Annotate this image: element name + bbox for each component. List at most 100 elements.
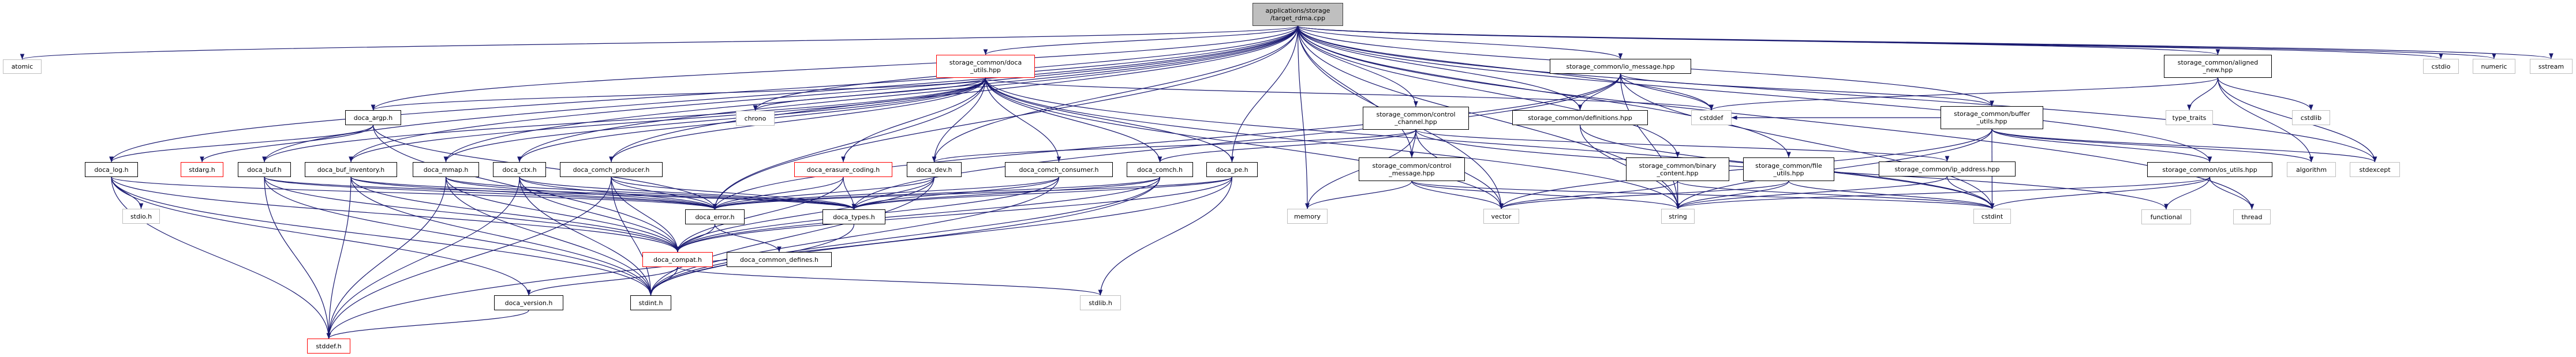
node-storage-common-aligned-new-hpp[interactable]: storage_common/aligned _new.hpp [2164, 55, 2272, 78]
edge-control_message-to-string [1411, 181, 1680, 209]
edge-root-to-control_message [1297, 25, 1414, 158]
edge-control_message-to-cstdint [1411, 181, 1994, 209]
edge-doca_utils-to-cstddef [985, 77, 1714, 111]
edge-doca_buf_inventory-to-stdint [350, 176, 653, 296]
edge-doca_dev-to-stdint [648, 176, 935, 296]
node-doca-types-h[interactable]: doca_types.h [822, 209, 885, 224]
node-stdlib-h: stdlib.h [1080, 295, 1121, 310]
edge-doca_erasure_coding-to-doca_error [712, 176, 844, 210]
node-stdint-h[interactable]: stdint.h [630, 295, 671, 310]
edge-doca_utils-to-doca_comch [985, 77, 1162, 163]
edge-control_channel-to-ip_address [1415, 129, 1949, 162]
node-doca-ctx-h[interactable]: doca_ctx.h [493, 162, 546, 177]
node-doca-compat-h[interactable]: doca_compat.h [642, 252, 713, 267]
edge-doca_log-to-stddef [111, 176, 331, 339]
node-doca-version-h[interactable]: doca_version.h [494, 295, 563, 310]
edge-root-to-doca_ctx [517, 25, 1299, 163]
edge-doca_comch_producer-to-doca_error [611, 176, 717, 210]
node-sstream: sstream [2530, 59, 2573, 74]
edge-doca_comch_producer-to-doca_compat [611, 176, 680, 253]
node-doca-comch-consumer-h[interactable]: doca_comch_consumer.h [1005, 162, 1113, 177]
edge-root-to-sstream [1297, 25, 2553, 59]
node-functional: functional [2141, 209, 2191, 224]
edge-doca_buf-to-doca_error [264, 176, 717, 210]
node-storage-common-file-utils-hpp[interactable]: storage_common/file _utils.hpp [1743, 157, 1834, 181]
edge-doca_compat-to-stdlib [677, 266, 1103, 296]
node-doca-buf-inventory-h[interactable]: doca_buf_inventory.h [305, 162, 397, 177]
edge-doca_buf_inventory-to-doca_compat [350, 176, 680, 253]
edge-control_channel-to-doca_dev [932, 129, 1416, 163]
edge-control_channel-to-doca_comch [1157, 129, 1416, 163]
edge-root-to-doca_error [712, 25, 1299, 210]
edge-root-to-doca_buf_inventory [349, 25, 1299, 163]
node-storage-common-doca-utils-hpp[interactable]: storage_common/doca _utils.hpp [936, 55, 1035, 78]
edge-doca_compat-to-stdint [648, 266, 678, 296]
node-stddef-h[interactable]: stddef.h [307, 339, 350, 354]
edge-binary_content-to-vector [1499, 181, 1678, 209]
edge-io_message-to-string [1620, 73, 1680, 209]
edge-root-to-doca_buf [262, 25, 1299, 163]
node-atomic: atomic [3, 59, 42, 74]
node-doca-log-h[interactable]: doca_log.h [85, 162, 138, 177]
node-doca-erasure-coding-h[interactable]: doca_erasure_coding.h [794, 162, 892, 177]
edge-doca_mmap-to-doca_error [445, 176, 717, 210]
node-doca-buf-h[interactable]: doca_buf.h [238, 162, 291, 177]
edge-root-to-doca_utils [983, 25, 1299, 55]
edge-doca_pe-to-doca_error [713, 176, 1233, 210]
node-doca-comch-producer-h[interactable]: doca_comch_producer.h [560, 162, 663, 177]
edge-doca_comch_producer-to-doca_types [611, 176, 857, 210]
edge-doca_utils-to-doca_buf [262, 77, 986, 163]
edge-doca_buf-to-stdint [264, 176, 653, 296]
edge-doca_mmap-to-doca_compat [445, 176, 680, 253]
node-doca-common-defines-h[interactable]: doca_common_defines.h [727, 252, 832, 267]
node-stdarg-h[interactable]: stdarg.h [181, 162, 223, 177]
node-thread: thread [2233, 209, 2271, 224]
edge-io_message-to-doca_types [851, 73, 1621, 210]
node-storage-common-definitions-hpp[interactable]: storage_common/definitions.hpp [1512, 110, 1648, 125]
edge-doca_mmap-to-doca_types [445, 176, 857, 210]
edge-doca_log-to-doca_compat [111, 176, 680, 253]
edge-doca_comch-to-doca_error [712, 176, 1161, 210]
node-stdexcept: stdexcept [2350, 162, 2400, 177]
edge-aligned_new-to-type_traits [2187, 77, 2219, 111]
node-doca-comch-h[interactable]: doca_comch.h [1127, 162, 1193, 177]
edge-doca_comch_consumer-to-doca_types [851, 176, 1060, 210]
node-doca-error-h[interactable]: doca_error.h [685, 209, 745, 224]
edge-doca_utils-to-doca_error [712, 77, 986, 210]
node-doca-dev-h[interactable]: doca_dev.h [907, 162, 962, 177]
edge-root-to-binary_content [1297, 25, 1680, 158]
edge-root-to-doca_dev [932, 25, 1299, 163]
node-storage-common-buffer-utils-hpp[interactable]: storage_common/buffer _utils.hpp [1941, 106, 2043, 129]
edge-doca_version-to-stddef [326, 310, 529, 339]
node-storage-common-io-message-hpp[interactable]: storage_common/io_message.hpp [1550, 59, 1691, 74]
edge-file_utils-to-string [1676, 181, 1789, 209]
node-storage-common-control-message-hpp[interactable]: storage_common/control _message.hpp [1359, 157, 1465, 181]
node-storage-common-binary-content-hpp[interactable]: storage_common/binary _content.hpp [1626, 157, 1729, 181]
edge-doca_pe-to-doca_types [851, 176, 1233, 210]
edge-doca_utils-to-doca_dev [932, 77, 986, 163]
edge-doca_argp-to-stdarg [200, 125, 374, 163]
edge-doca_comch-to-doca_compat [675, 176, 1161, 253]
node-storage-common-os-utils-hpp[interactable]: storage_common/os_utils.hpp [2147, 162, 2272, 177]
edge-root-to-io_message [1297, 25, 1623, 59]
node-doca-pe-h[interactable]: doca_pe.h [1206, 162, 1258, 177]
edge-doca_comch_consumer-to-doca_error [712, 176, 1060, 210]
edge-doca_utils-to-string [985, 77, 1680, 209]
edge-doca_utils-to-doca_erasure_coding [841, 77, 986, 163]
edge-io_message-to-buffer_utils [1620, 73, 1994, 107]
node-numeric: numeric [2473, 59, 2515, 74]
edge-aligned_new-to-cstdlib [2217, 77, 2313, 111]
edge-doca_mmap-to-stddef [326, 176, 447, 339]
edge-os_utils-to-functional [2164, 176, 2211, 210]
edge-doca_ctx-to-doca_types [519, 176, 857, 210]
node-storage-common-control-channel-hpp[interactable]: storage_common/control _channel.hpp [1363, 107, 1469, 130]
edge-doca_buf-to-doca_compat [264, 176, 680, 253]
edge-doca_dev-to-doca_types [851, 176, 935, 210]
edge-doca_comch-to-stdint [648, 176, 1161, 296]
node-doca-mmap-h[interactable]: doca_mmap.h [413, 162, 479, 177]
node-vector: vector [1483, 209, 1519, 224]
edge-root-to-doca_pe [1229, 25, 1299, 163]
node-algorithm: algorithm [2287, 162, 2336, 177]
node-storage-common-ip-address-hpp[interactable]: storage_common/ip_address.hpp [1879, 161, 2016, 176]
node-doca-argp-h[interactable]: doca_argp.h [345, 110, 401, 125]
